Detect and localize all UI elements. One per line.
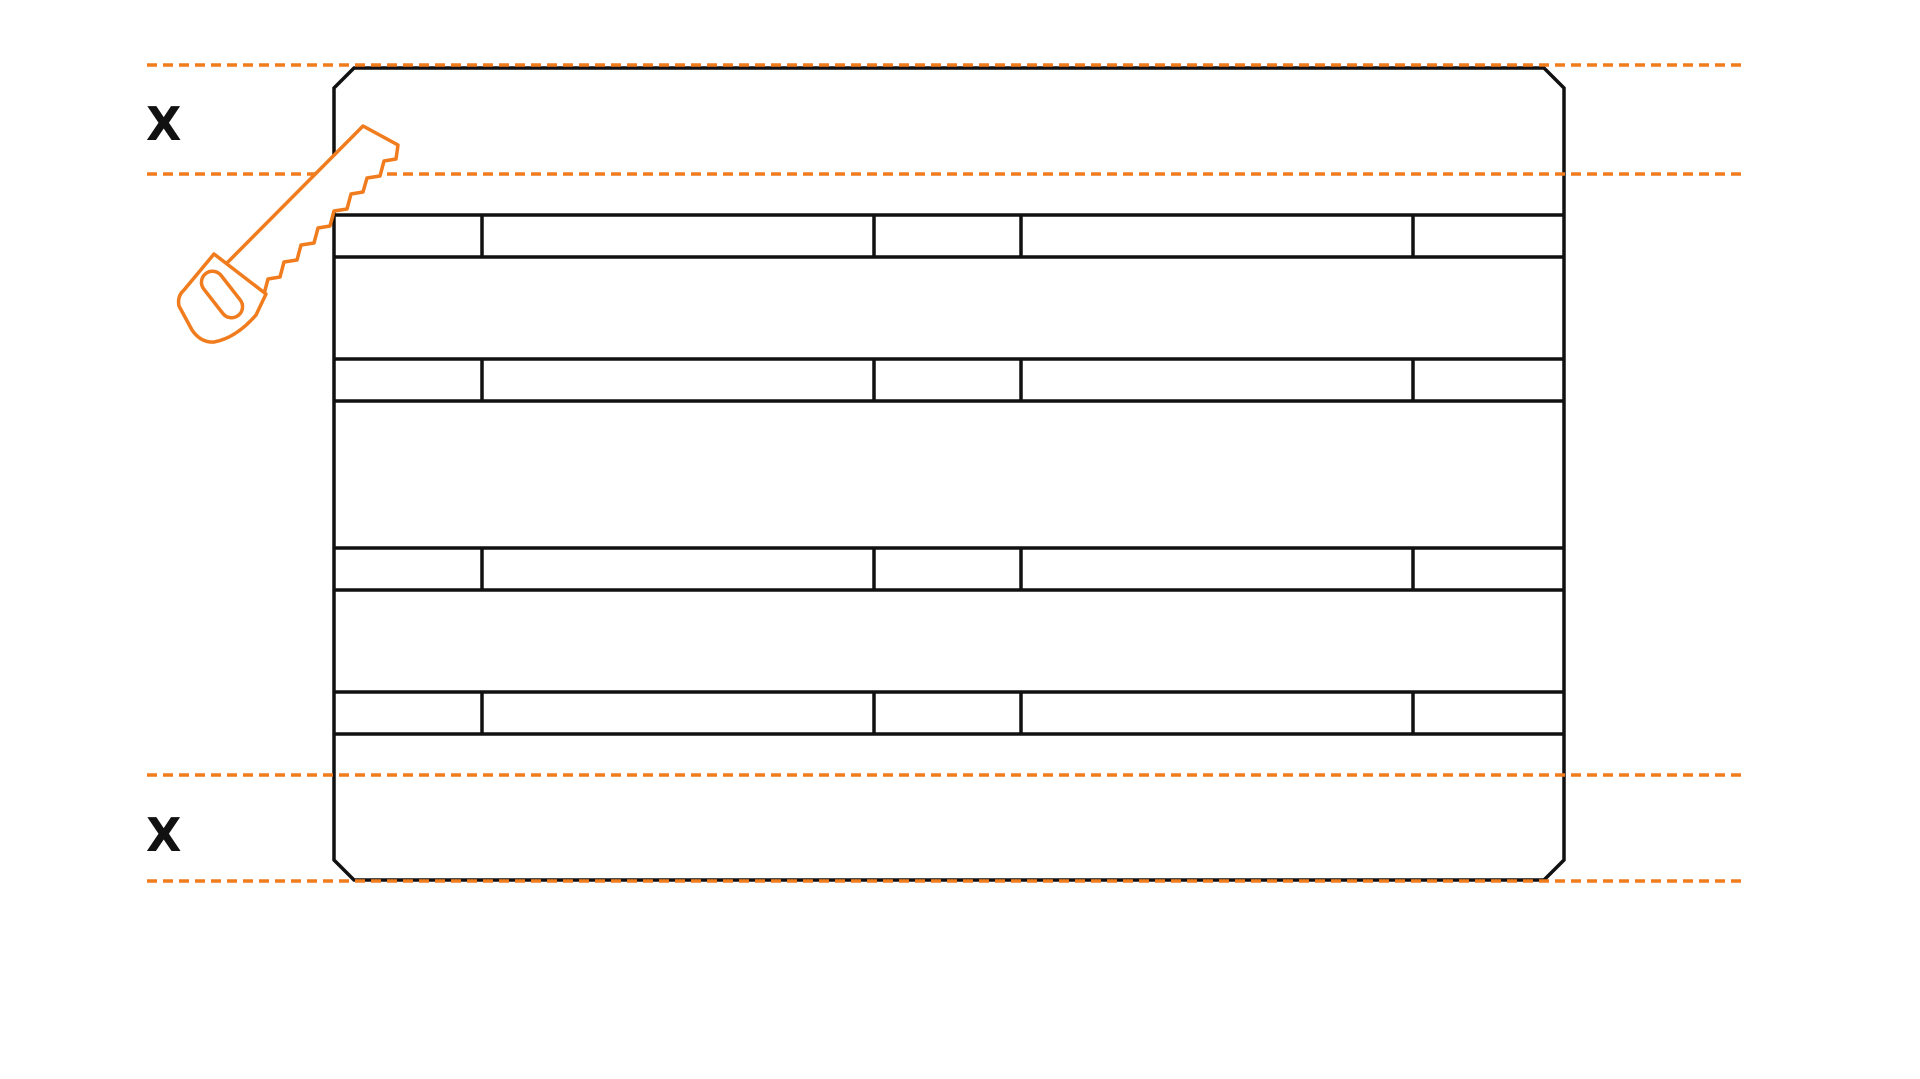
stringer-band-2: [334, 357, 1564, 403]
stringer-band-4: [334, 690, 1564, 736]
top-cut-label: X: [146, 97, 181, 151]
stringer-band-1: [334, 213, 1564, 259]
cut-guides: [147, 63, 1745, 883]
hand-saw-icon: [176, 124, 400, 344]
bottom-cut-label: X: [146, 808, 181, 862]
stringer-band-3: [334, 546, 1564, 592]
saw-handle-grip: [199, 269, 245, 320]
saw-blade: [220, 124, 400, 296]
pallet-outline: [332, 66, 1566, 882]
